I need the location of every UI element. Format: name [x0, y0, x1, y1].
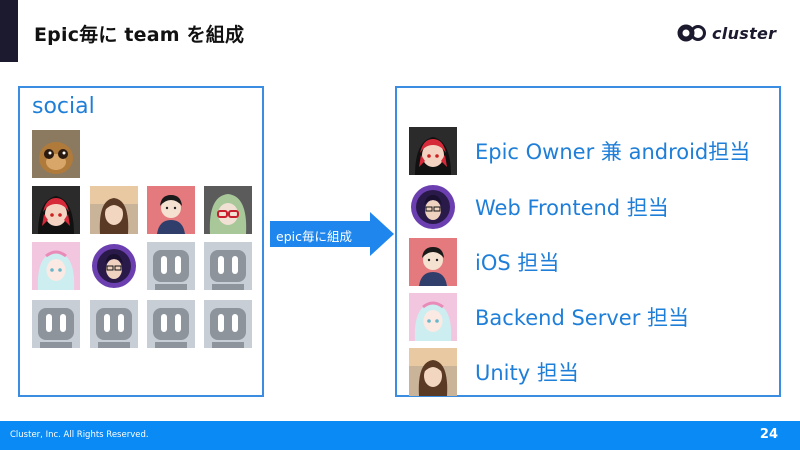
footer-bar: Cluster, Inc. All Rights Reserved. 24 [0, 421, 800, 450]
role-label: Unity 担当 [475, 361, 579, 385]
member-avatar [409, 238, 457, 286]
default-avatar-icon [204, 242, 252, 290]
cluster-logo-icon [677, 24, 706, 42]
cluster-logo: cluster [676, 22, 776, 44]
member-avatar [32, 186, 80, 234]
role-label: Web Frontend 担当 [475, 196, 669, 220]
member-avatar [147, 186, 195, 234]
member-avatar [409, 348, 457, 396]
role-row: iOS 担当 [409, 238, 559, 286]
arrow-right-icon: epic毎に組成 [270, 212, 394, 256]
page-number: 24 [759, 427, 778, 442]
social-label: social [32, 94, 95, 119]
member-avatar [409, 127, 457, 175]
default-avatar-icon [147, 300, 195, 348]
default-avatar-icon [204, 300, 252, 348]
default-avatar-icon [32, 300, 80, 348]
member-avatar [409, 293, 457, 341]
slide-title: Epic毎に team を組成 [34, 24, 245, 46]
epic-team-box: Epic Owner 兼 android担当 Web Frontend 担当 i… [395, 86, 781, 397]
role-row: Backend Server 担当 [409, 293, 689, 341]
member-avatar [32, 130, 80, 178]
role-row: Epic Owner 兼 android担当 [409, 127, 750, 175]
default-avatar-icon [147, 242, 195, 290]
role-label: Backend Server 担当 [475, 306, 690, 330]
logo-wordmark: cluster [712, 23, 777, 43]
role-row: Web Frontend 担当 [409, 183, 669, 231]
member-avatar [409, 183, 457, 231]
title-accent-bar [0, 0, 18, 62]
social-team-box: social [18, 86, 264, 397]
role-label: Epic Owner 兼 android担当 [475, 140, 751, 164]
role-row: Unity 担当 [409, 348, 579, 396]
arrow-label: epic毎に組成 [276, 229, 352, 244]
member-avatar [90, 242, 138, 290]
member-avatar [32, 242, 80, 290]
copyright-text: Cluster, Inc. All Rights Reserved. [10, 430, 149, 440]
member-avatar [204, 186, 252, 234]
default-avatar-icon [90, 300, 138, 348]
member-avatar [90, 186, 138, 234]
role-label: iOS 担当 [475, 251, 560, 275]
